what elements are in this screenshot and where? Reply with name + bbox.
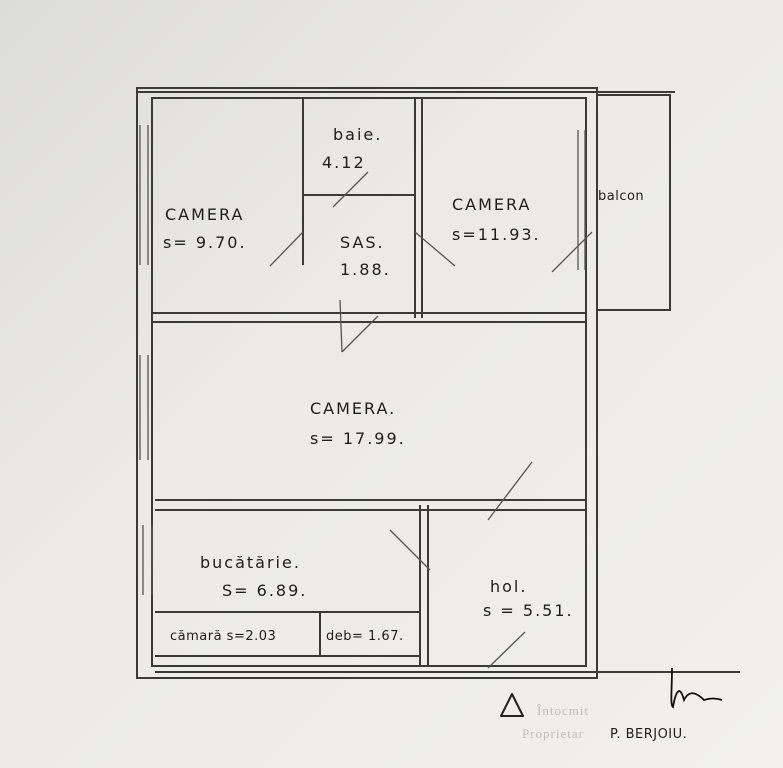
room-name: hol.	[490, 577, 527, 596]
room-area: s=11.93.	[452, 225, 541, 244]
room-area: 4.12	[322, 153, 366, 172]
room-name: SAS.	[340, 233, 385, 252]
signature	[670, 667, 723, 709]
triangle-icon	[500, 693, 524, 717]
room-area: s = 5.51.	[483, 601, 574, 620]
room-area: s= 9.70.	[163, 233, 247, 252]
room-area: 1.88.	[340, 260, 391, 279]
doors-windows	[139, 125, 593, 669]
storage-deb: deb= 1.67.	[326, 629, 404, 644]
walls	[136, 87, 740, 679]
room-name: bucătărie.	[200, 553, 301, 572]
room-name: CAMERA	[452, 195, 531, 214]
room-area: s= 17.99.	[310, 429, 406, 448]
signature-name: P. BERJOIU.	[610, 727, 687, 742]
room-name: balcon	[598, 189, 644, 204]
faint-stamp-text: Întocmit	[537, 703, 589, 718]
room-area: S= 6.89.	[222, 581, 307, 600]
room-name: CAMERA.	[310, 399, 396, 418]
room-name: baie.	[333, 125, 382, 144]
room-name: CAMERA	[165, 205, 244, 224]
storage-camara: cămară s=2.03	[170, 629, 276, 644]
faint-stamp-text: Proprietar	[522, 726, 584, 741]
